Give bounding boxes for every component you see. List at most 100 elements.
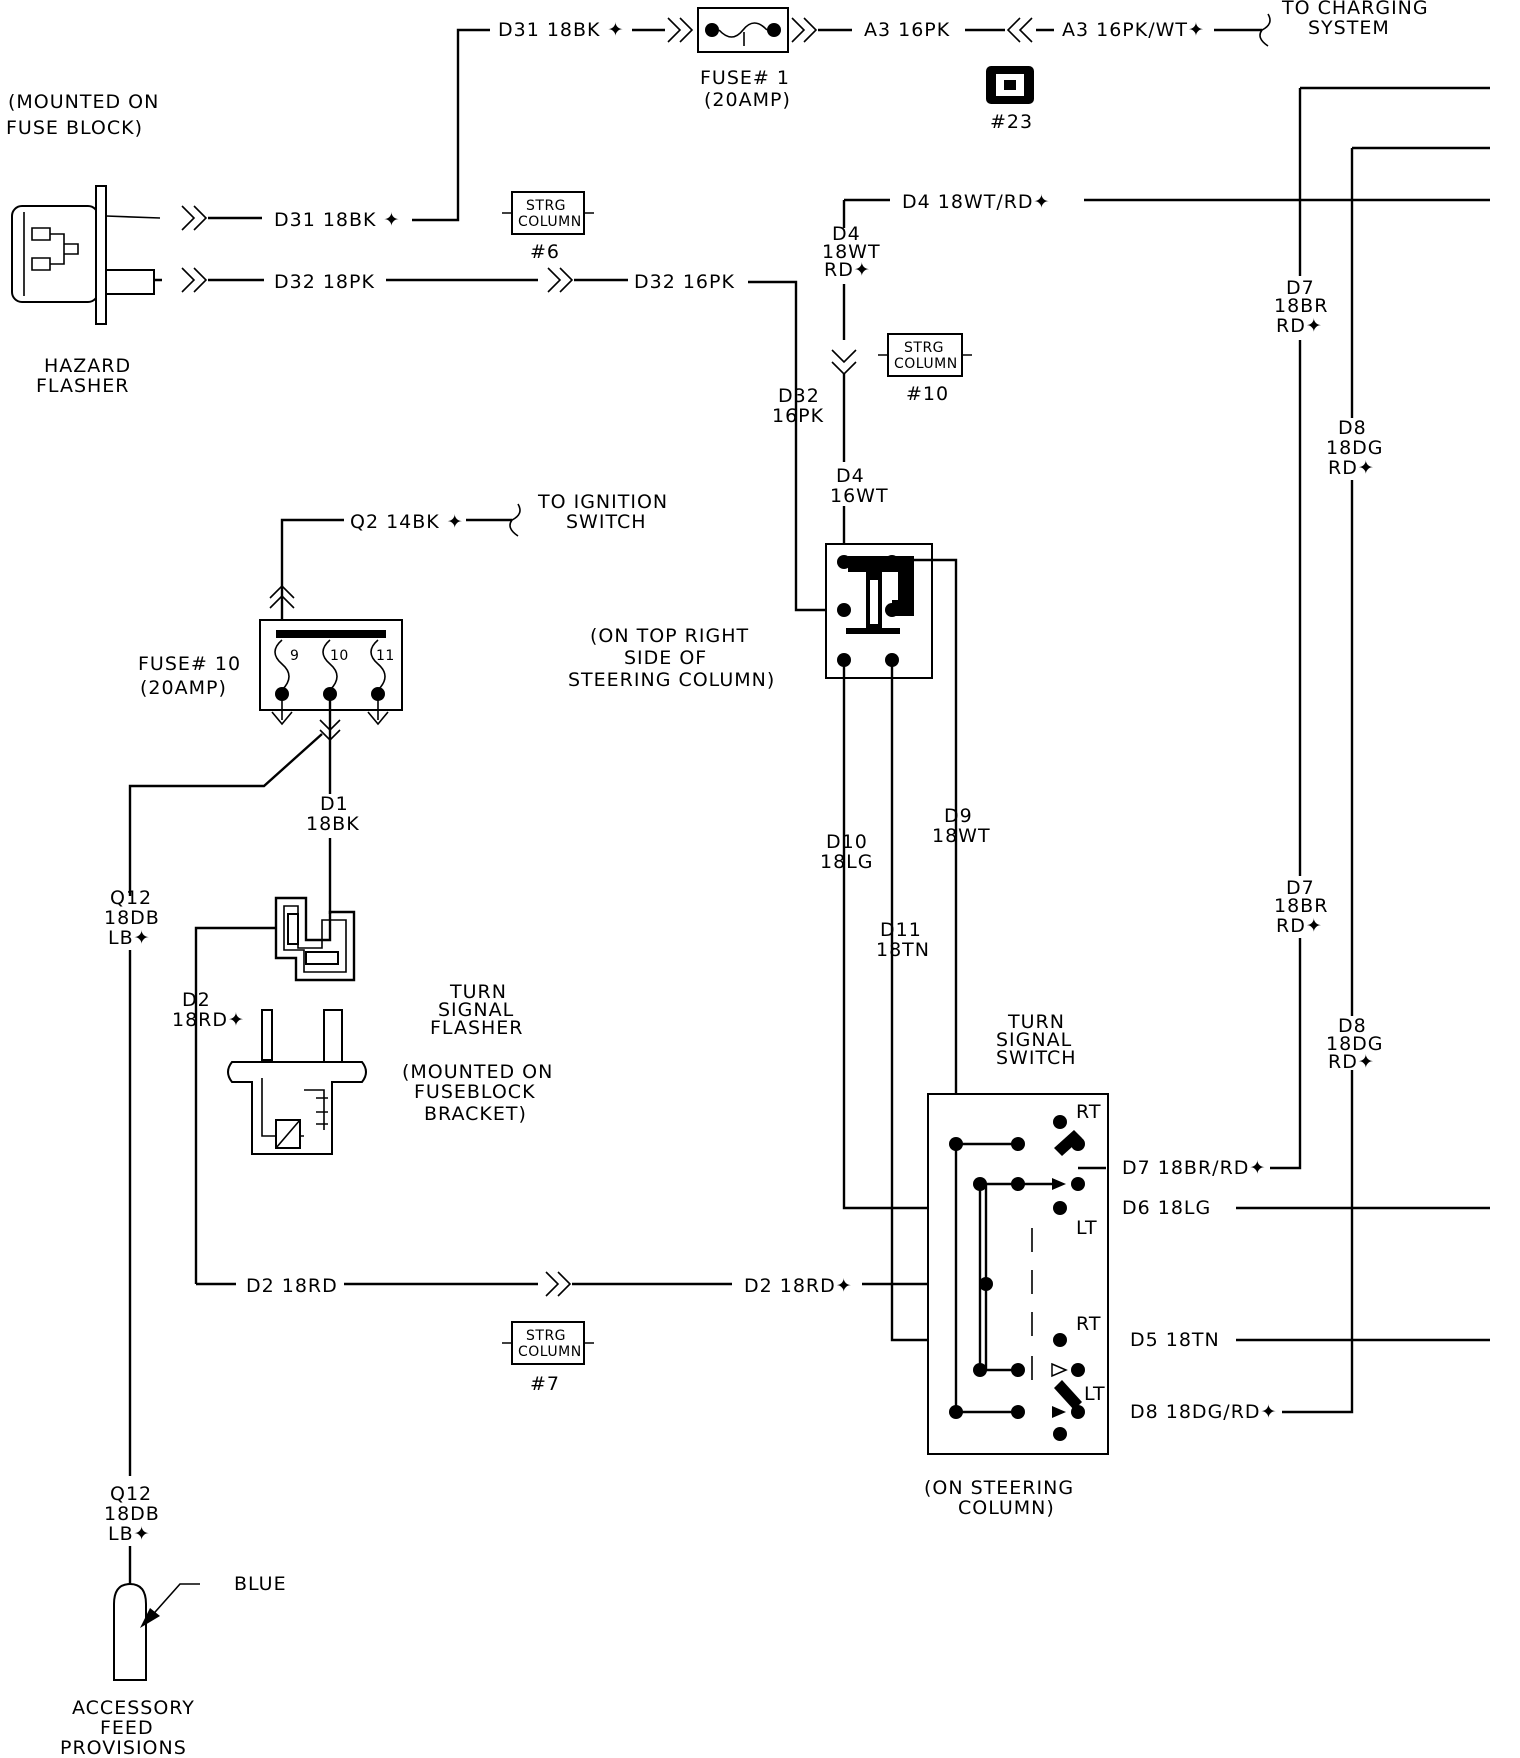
d8-label-b: D8: [1338, 1015, 1367, 1037]
turn-switch-label: TURN: [1007, 1011, 1065, 1033]
turn-switch-location-2: COLUMN): [958, 1497, 1055, 1519]
wire-label-d2-b: D2 18RD✦: [744, 1275, 853, 1297]
q12-label-a-3: LB✦: [108, 927, 151, 949]
hazard-switch-location-3: STEERING COLUMN): [568, 669, 775, 691]
d8-label-a-2: 18DG: [1326, 437, 1384, 459]
d10-label-2: 18LG: [820, 851, 874, 873]
wire-label-d4-top: D4 18WT/RD✦: [902, 191, 1050, 213]
strg7-label: STRG: [526, 1328, 566, 1344]
q12-label-a: Q12: [110, 887, 152, 909]
d11-label: D11: [880, 919, 922, 941]
strg10-label: STRG: [904, 340, 944, 356]
to-charging-label: TO CHARGING: [1281, 0, 1429, 19]
accessory-feed-connector: [113, 1582, 200, 1681]
turn-switch-label-3: SWITCH: [996, 1047, 1077, 1069]
hazard-switch-location-2: SIDE OF: [624, 647, 707, 669]
d7-label-b: D7: [1286, 877, 1315, 899]
blue-label: BLUE: [234, 1573, 287, 1595]
d7-label-b-2: 18BR: [1274, 895, 1328, 917]
to-charging-label-2: SYSTEM: [1308, 17, 1390, 39]
to-ignition-label-2: SWITCH: [566, 511, 647, 533]
d2-vert-label-2: 18RD✦: [172, 1009, 245, 1031]
hazard-flasher-body: [11, 205, 99, 303]
turn-flasher-mount: (MOUNTED ON: [402, 1061, 553, 1083]
hazard-switch: [825, 543, 958, 1260]
turn-flasher-label: TURN: [449, 981, 507, 1003]
d32-vert-label: D32: [778, 385, 820, 407]
d7-label-a: D7: [1286, 277, 1315, 299]
d11-label-2: 18TN: [876, 939, 930, 961]
d1-label-2: 18BK: [306, 813, 360, 835]
strg7-label-2: COLUMN: [518, 1344, 582, 1360]
fuse-1-label: FUSE# 1: [700, 67, 790, 89]
wire-label-a3-16pk: A3 16PK: [864, 19, 950, 41]
fuse-pin-11: 11: [376, 648, 395, 664]
strg7-number: #7: [530, 1373, 560, 1395]
d4-low-label: D4: [836, 465, 865, 487]
turn-switch-label-2: SIGNAL: [996, 1029, 1072, 1051]
hazard-mount-label: (MOUNTED ON: [8, 91, 159, 113]
wire-label-d2-a: D2 18RD: [246, 1275, 338, 1297]
strg-column-10: STRG COLUMN #10: [878, 333, 972, 405]
d7-label-a-2: 18BR: [1274, 295, 1328, 317]
hazard-mount-label-2: FUSE BLOCK): [6, 117, 143, 139]
d8-label-a-3: RD✦: [1328, 457, 1375, 479]
turn-flasher-mount-3: BRACKET): [424, 1103, 527, 1125]
fuse-10-block: Q2 14BK ✦ TO IGNITION SWITCH 9 10 11: [128, 491, 668, 896]
turn-signal-switch: [927, 1093, 1109, 1455]
strg6-label: STRG: [526, 198, 566, 214]
to-ignition-label: TO IGNITION: [537, 491, 668, 513]
wire-label-d31-hazard: D31 18BK ✦: [274, 209, 400, 231]
q12-label-b-2: 18DB: [104, 1503, 160, 1525]
accessory-label: ACCESSORY: [72, 1697, 195, 1719]
hazard-flasher-label-2: FLASHER: [36, 375, 130, 397]
d7-label-a-3: RD✦: [1276, 315, 1323, 337]
strg10-label-2: COLUMN: [894, 356, 958, 372]
hazard-flasher: (MOUNTED ON FUSE BLOCK) D31 18BK ✦ D32 1…: [6, 91, 628, 397]
wire-label-d31-top: D31 18BK ✦: [498, 19, 624, 41]
strg6-number: #6: [530, 241, 560, 263]
accessory-label-3: PROVISIONS: [60, 1737, 187, 1758]
wire-label-d6: D6 18LG: [1122, 1197, 1211, 1219]
wire-label-d8-switch: D8 18DG/RD✦: [1130, 1401, 1277, 1423]
turn-flasher-mount-2: FUSEBLOCK: [414, 1081, 536, 1103]
turn-signal-flasher-socket: [194, 896, 356, 1284]
wire-label-a3-16pk-wt: A3 16PK/WT✦: [1062, 19, 1205, 41]
fuse-10-rating: (20AMP): [140, 677, 227, 699]
fuse-10-label: FUSE# 10: [138, 653, 241, 675]
turn-switch-location: (ON STEERING: [924, 1477, 1074, 1499]
rt-label-1: RT: [1076, 1101, 1101, 1123]
wire-label-d5: D5 18TN: [1130, 1329, 1220, 1351]
d4-mid-label: D4: [832, 223, 861, 245]
d8-label-b-3: RD✦: [1328, 1051, 1375, 1073]
d1-label: D1: [320, 793, 349, 815]
rt-label-2: RT: [1076, 1313, 1101, 1335]
fuse-pin-10: 10: [330, 648, 349, 664]
d7-label-b-3: RD✦: [1276, 915, 1323, 937]
connector-23-label: #23: [990, 111, 1033, 133]
strg-column-6: STRG COLUMN #6: [502, 191, 594, 263]
strg-column-7: STRG COLUMN #7: [502, 1321, 594, 1395]
wire-label-d7-switch: D7 18BR/RD✦: [1122, 1157, 1266, 1179]
d9-label-2: 18WT: [932, 825, 991, 847]
turn-flasher-label-3: FLASHER: [430, 1017, 524, 1039]
d8-label-a: D8: [1338, 417, 1367, 439]
d10-label: D10: [826, 831, 868, 853]
fuse-pin-9: 9: [290, 648, 299, 664]
accessory-label-2: FEED: [100, 1717, 154, 1739]
lt-label-2: LT: [1084, 1383, 1106, 1405]
q12-label-b: Q12: [110, 1483, 152, 1505]
q12-label-a-2: 18DB: [104, 907, 160, 929]
strg10-number: #10: [906, 383, 949, 405]
hazard-flasher-label: HAZARD: [44, 355, 131, 377]
strg6-label-2: COLUMN: [518, 214, 582, 230]
d2-vert-label: D2: [182, 989, 211, 1011]
d9-label: D9: [944, 805, 973, 827]
q12-label-b-3: LB✦: [108, 1523, 151, 1545]
turn-flasher-label-2: SIGNAL: [438, 999, 514, 1021]
d4-mid-label-3: RD✦: [824, 259, 871, 281]
lt-label-1: LT: [1076, 1217, 1098, 1239]
turn-signal-flasher: [227, 1009, 367, 1155]
d4-mid-label-2: 18WT: [822, 241, 881, 263]
